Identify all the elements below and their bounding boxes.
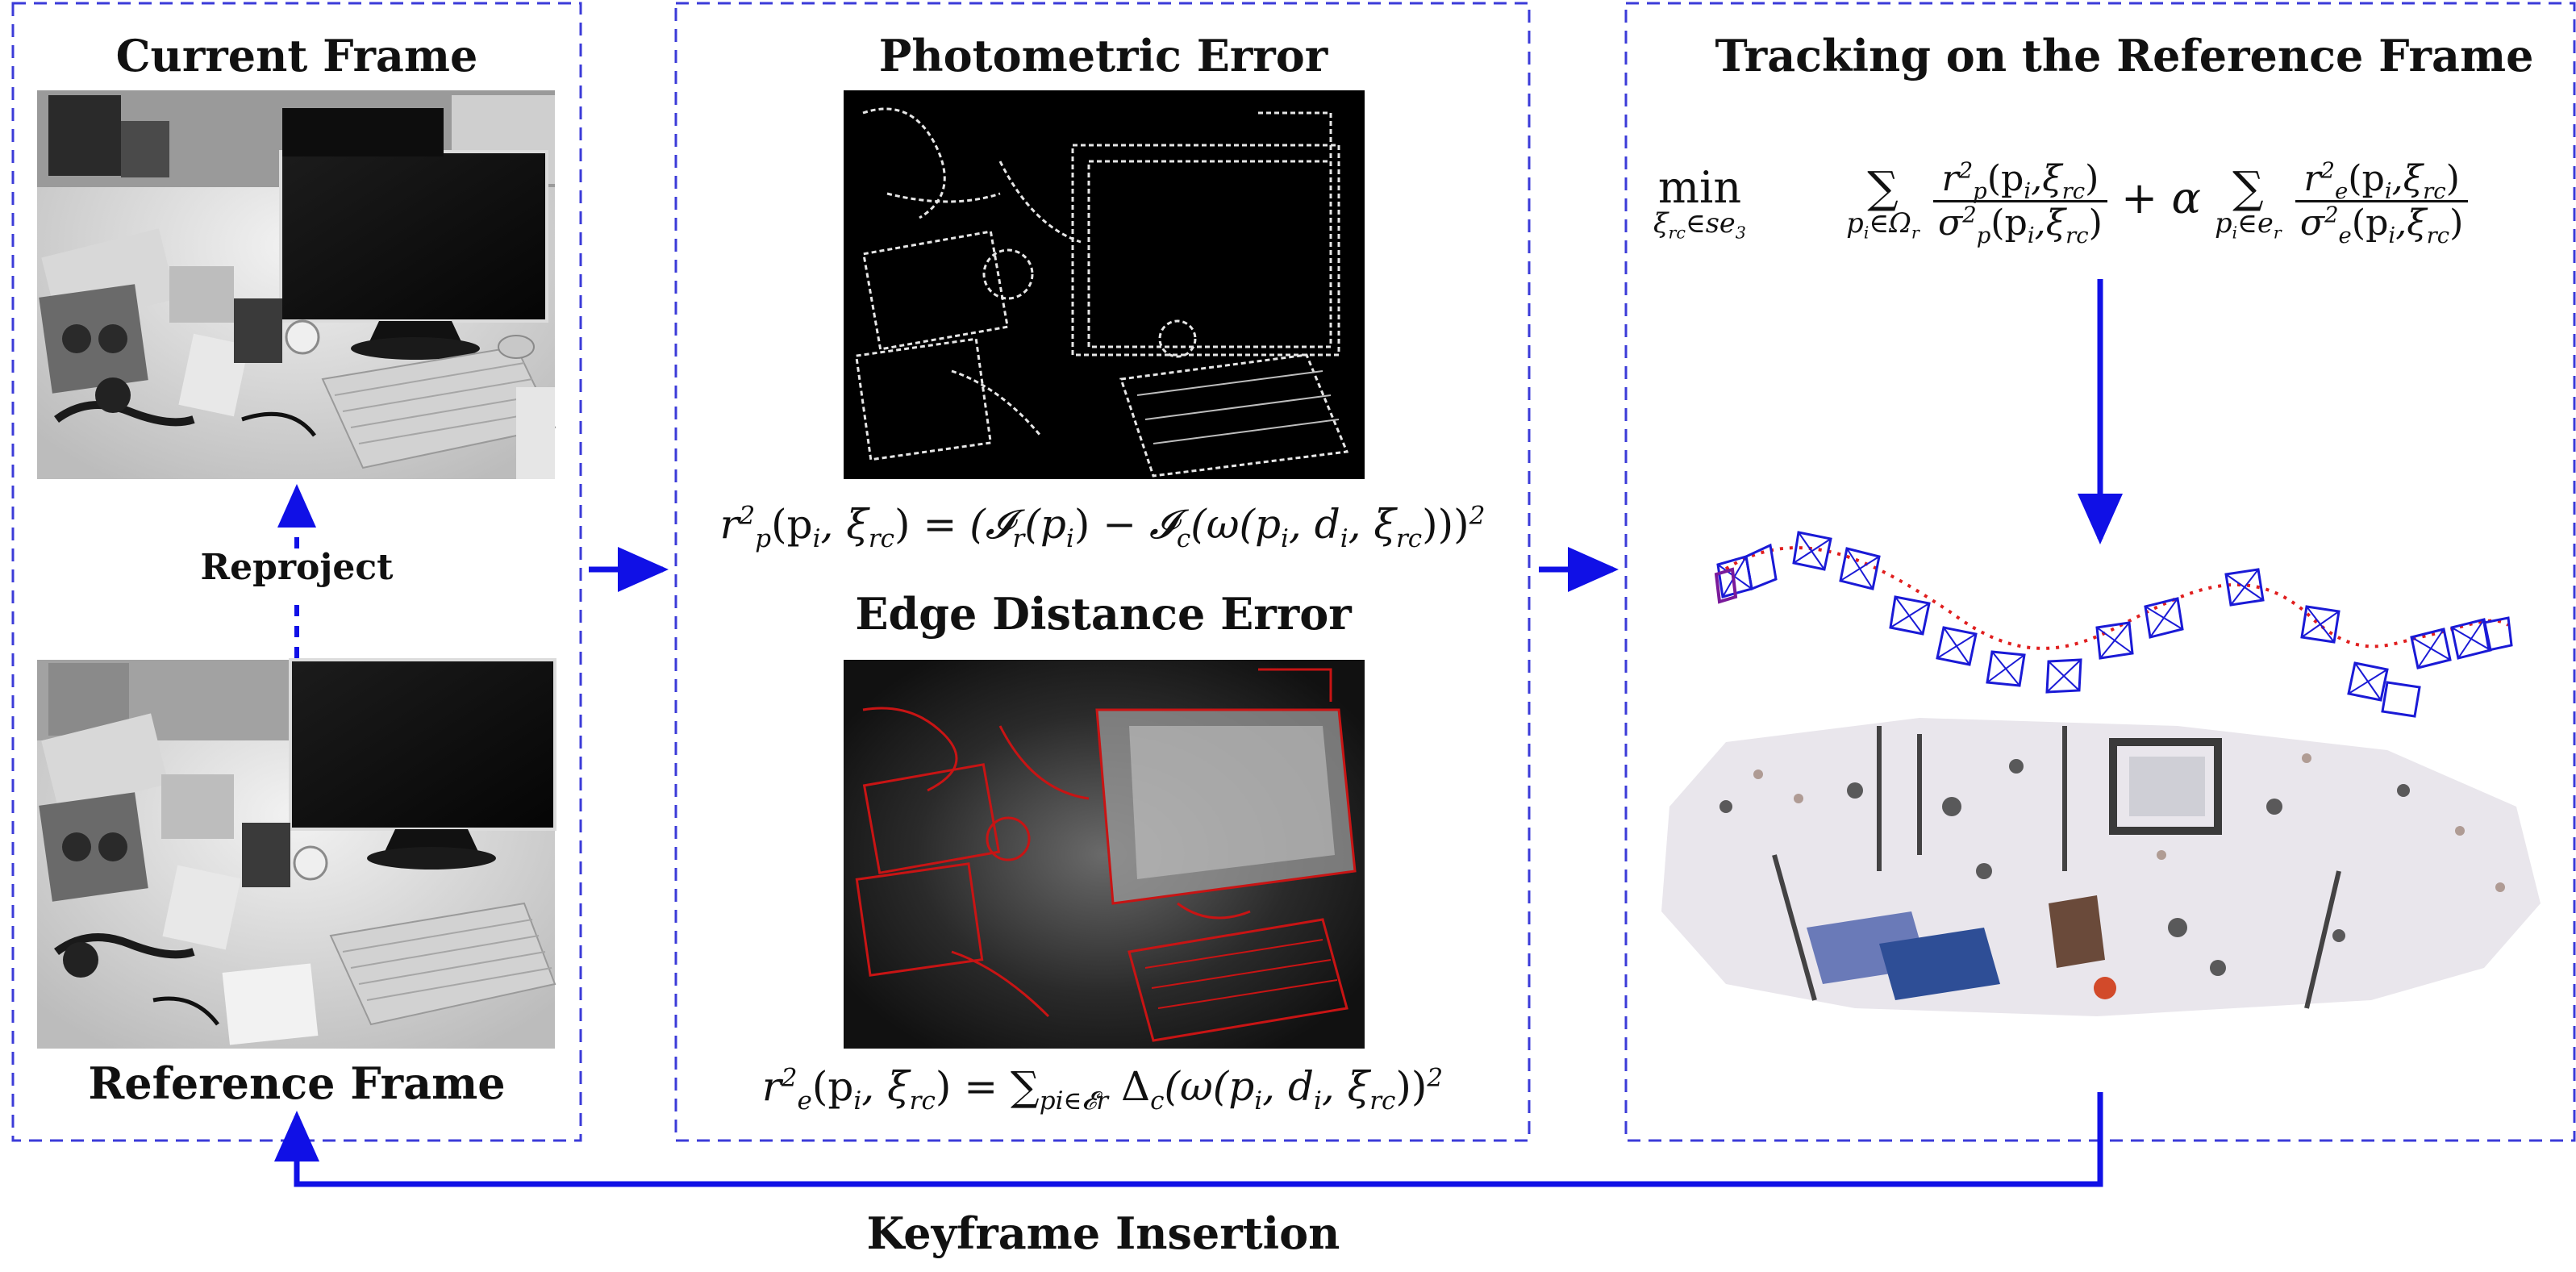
reference-frame-title: Reference Frame	[88, 1057, 505, 1109]
min-operator: min ξrc∈se3	[1653, 162, 1746, 243]
middle-panel-border	[674, 2, 1531, 1142]
edge-distance-equation: r2e(pi, ξrc) = ∑pi∈𝓔r Δc(ω(pi, di, ξrc))…	[761, 1063, 1444, 1116]
left-panel-border	[11, 2, 582, 1142]
camera-trajectory	[1714, 531, 2513, 718]
current-frame-title: Current Frame	[116, 30, 478, 81]
edge-fraction: r2e(pi,ξrc) σ2e(pi,ξrc)	[2295, 160, 2469, 247]
photometric-fraction: r2p(pi,ξrc) σ2p(pi,ξrc)	[1933, 160, 2107, 247]
keyframe-insertion-arrow	[274, 1092, 2103, 1187]
edge-distance-error-title: Edge Distance Error	[855, 588, 1352, 640]
reference-frame-image	[37, 658, 556, 1049]
point-cloud-image	[1661, 718, 2541, 1016]
current-frame-image	[37, 90, 556, 479]
edge-distance-image	[844, 660, 1365, 1049]
sum-photometric: ∑ pi∈Ωr	[1846, 162, 1919, 243]
keyframe-insertion-label: Keyframe Insertion	[867, 1207, 1340, 1259]
photometric-error-image	[844, 90, 1365, 479]
reproject-label: Reproject	[201, 547, 394, 588]
tracking-title: Tracking on the Reference Frame	[1715, 30, 2533, 81]
tracking-objective: min ξrc∈se3 ∑ pi∈Ωr r2p(pi,ξrc) σ2p(pi,ξ…	[1653, 160, 2469, 247]
photometric-equation: r2p(pi, ξrc) = (𝓘r(pi) − 𝓘c(ω(pi, di, ξr…	[719, 501, 1486, 553]
sum-edge: ∑ pi∈er	[2215, 162, 2282, 243]
photometric-error-title: Photometric Error	[879, 30, 1328, 81]
